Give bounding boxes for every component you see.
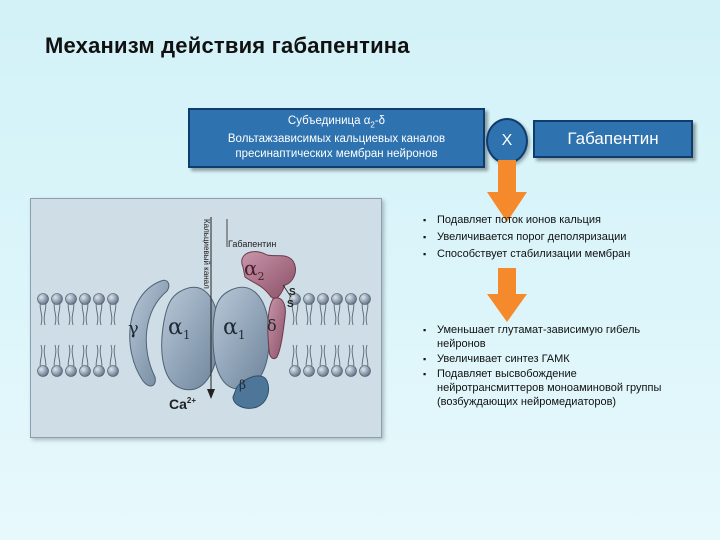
lipid-head	[37, 293, 49, 305]
lipid-head	[79, 365, 91, 377]
subunit-line-1: Субъединица α2-δ	[287, 115, 386, 130]
lipid-head	[51, 365, 63, 377]
lipid-head	[289, 365, 301, 377]
list-item: Увеличивается порог деполяризации	[423, 230, 708, 244]
channel-label: Кальциевый канал	[202, 219, 211, 289]
lipid-bilayer	[37, 293, 371, 377]
lipid-head	[65, 365, 77, 377]
list-item: Способствует стабилизации мембран	[423, 247, 708, 261]
lipid-head	[93, 293, 105, 305]
lipid-head	[107, 293, 119, 305]
list-item: Уменьшает глутамат-зависимую гибель нейр…	[423, 323, 678, 351]
lipid-head	[303, 293, 315, 305]
lipid-head	[359, 293, 371, 305]
lipid-head	[37, 365, 49, 377]
lipid-head	[79, 293, 91, 305]
lipid-head	[289, 293, 301, 305]
disulfide-bond	[282, 284, 292, 298]
axis-arrowhead	[207, 389, 215, 399]
channel-diagram: Кальциевый канал Габапентин γ α1 α1 α2 δ…	[37, 217, 371, 412]
lipid-head	[303, 365, 315, 377]
alpha1-left-subunit	[161, 286, 220, 391]
slide-title: Механизм действия габапентина	[45, 33, 410, 58]
block-symbol: X	[486, 118, 528, 164]
down-arrow-1	[487, 160, 527, 222]
calcium-ion-label: Ca2+	[169, 396, 196, 412]
lipid-head	[65, 293, 77, 305]
list-item: Увеличивает синтез ГАМК	[423, 352, 678, 366]
gabapentin-label: Габапентин	[228, 239, 276, 249]
effects-list-2: Уменьшает глутамат-зависимую гибель нейр…	[423, 323, 678, 410]
subunit-box: Субъединица α2-δ Вольтажзависимых кальци…	[188, 108, 485, 168]
lipid-head	[331, 293, 343, 305]
lipid-head	[51, 293, 63, 305]
lipid-head	[359, 365, 371, 377]
alpha1-left-label: α1	[168, 315, 191, 342]
lipid-head	[317, 293, 329, 305]
down-arrow-2	[487, 268, 527, 322]
beta-subunit	[232, 375, 270, 409]
sulfur-label-1: S	[289, 287, 296, 298]
delta-subunit	[267, 297, 286, 360]
lipid-head	[345, 293, 357, 305]
calcium-channel-figure: Кальциевый канал Габапентин γ α1 α1 α2 δ…	[30, 198, 382, 438]
gamma-label: γ	[128, 318, 139, 339]
lipid-head	[93, 365, 105, 377]
gabapentin-box: Габапентин	[533, 120, 693, 158]
lipid-head	[331, 365, 343, 377]
subunit-line-2: Вольтажзависимых кальциевых каналов	[227, 133, 446, 146]
beta-label: β	[239, 378, 246, 392]
subunit-line-3: пресинаптических мембран нейронов	[235, 148, 438, 161]
lipid-head	[107, 365, 119, 377]
delta-label: δ	[267, 316, 277, 335]
gamma-subunit	[129, 279, 170, 387]
alpha2-subunit	[241, 251, 296, 299]
effects-list-1: Подавляет поток ионов кальция Увеличивае…	[423, 213, 708, 264]
alpha1-right-label: α1	[223, 315, 246, 342]
alpha2-label: α2	[244, 256, 265, 283]
lipid-head	[317, 365, 329, 377]
lipid-head	[345, 365, 357, 377]
sulfur-label-2: S	[287, 299, 294, 310]
list-item: Подавляет поток ионов кальция	[423, 213, 708, 227]
list-item: Подавляет высвобождение нейротрансмиттер…	[423, 367, 678, 409]
